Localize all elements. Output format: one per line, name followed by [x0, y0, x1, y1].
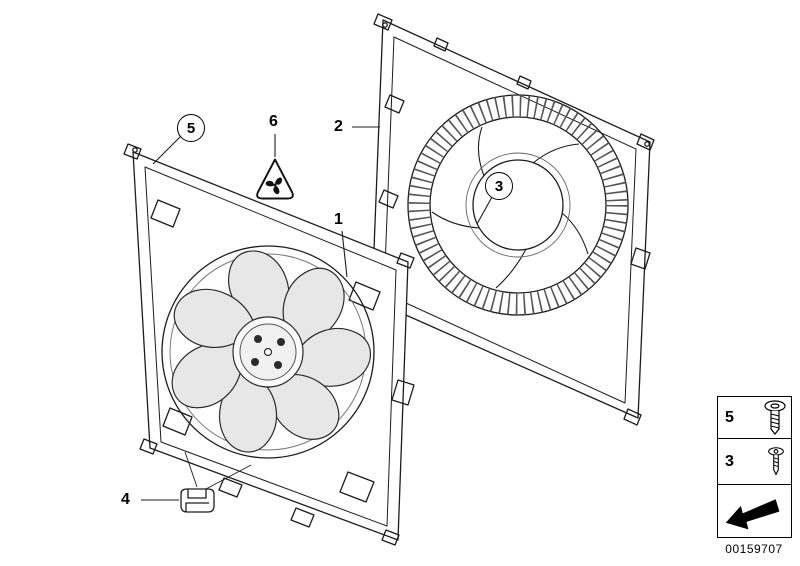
mount-tab: [636, 133, 655, 151]
leader-lines: [141, 126, 493, 501]
direction-arrow-icon: [725, 499, 780, 530]
screw-icon: [768, 447, 784, 476]
mounting-clip: [180, 488, 215, 513]
mount-tab: [139, 438, 158, 455]
mount-tab: [373, 13, 393, 31]
direction-stamp: [718, 485, 791, 537]
callout-1[interactable]: 1: [334, 211, 343, 228]
legend-row-screw-5: 5: [718, 397, 791, 439]
legend-label-3: 3: [725, 452, 734, 470]
leader-3: [476, 196, 493, 225]
fan-grille-ring: [407, 94, 629, 316]
mount-tab: [123, 143, 142, 160]
leader-1: [341, 230, 348, 278]
warning-triangle: [256, 158, 294, 200]
callout-6[interactable]: 6: [269, 113, 278, 130]
mount-tab: [381, 529, 400, 546]
callout-3[interactable]: 3: [485, 172, 513, 200]
callout-5[interactable]: 5: [177, 114, 205, 142]
leader-5: [152, 135, 182, 165]
callout-4[interactable]: 4: [121, 491, 130, 508]
legend-row-screw-3: 3: [718, 439, 791, 485]
part-number: 00159707: [725, 542, 783, 556]
rear-fan-shroud: [361, 13, 655, 426]
mount-tab: [396, 252, 415, 269]
callout-2[interactable]: 2: [334, 118, 343, 135]
legend-plate: 5 3: [717, 396, 792, 538]
hub-bolts: [251, 335, 285, 369]
legend-label-5: 5: [725, 408, 734, 426]
cooling-fan: [163, 250, 376, 461]
mount-tab: [623, 408, 642, 426]
torx-screw-icon: [764, 399, 786, 435]
fan-hazard-glyph: [264, 177, 283, 195]
